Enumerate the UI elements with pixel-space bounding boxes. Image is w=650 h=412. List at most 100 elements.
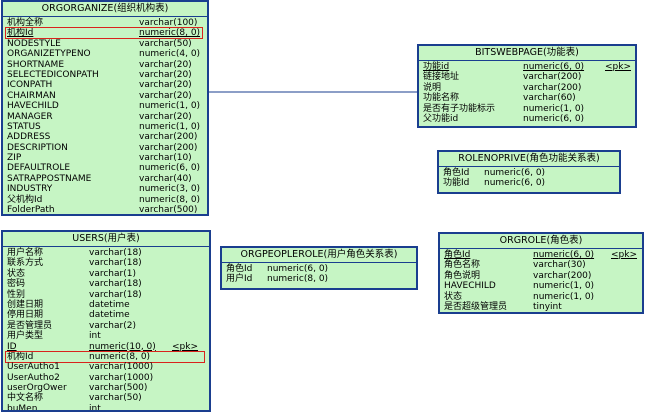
column-type: numeric(8, 0) xyxy=(267,274,329,285)
column-type: numeric(1, 0) xyxy=(533,291,595,302)
column-type: int xyxy=(89,403,101,412)
column-type: varchar(20) xyxy=(139,59,192,70)
column-row[interactable]: 用户名称 varchar(18) xyxy=(7,248,205,258)
column-type: varchar(18) xyxy=(89,248,142,258)
column-type: varchar(20) xyxy=(139,111,192,122)
column-type: varchar(50) xyxy=(139,38,192,49)
table-title: ROLENOPRIVE(角色功能关系表) xyxy=(439,152,619,167)
column-name: 停用日期 xyxy=(7,310,44,321)
table-title: BITSWEBPAGE(功能表) xyxy=(419,46,635,61)
column-name: ICONPATH xyxy=(7,80,53,91)
column-type: numeric(6, 0) xyxy=(139,163,201,174)
column-name: 父功能id xyxy=(423,113,459,124)
column-name: 角色名称 xyxy=(444,260,481,271)
column-row[interactable]: 父机构Id numeric(8, 0) xyxy=(7,195,203,205)
column-type: varchar(200) xyxy=(533,270,592,281)
column-name: 说明 xyxy=(423,82,442,93)
column-type: numeric(6, 0) xyxy=(484,178,546,189)
column-row[interactable]: 角色说明 varchar(200) xyxy=(444,271,638,281)
column-name: ZIP xyxy=(7,153,22,164)
column-name: 角色说明 xyxy=(444,270,481,281)
table-title: ORGROLE(角色表) xyxy=(440,234,642,249)
column-type: varchar(1000) xyxy=(89,372,154,383)
column-name: ADDRESS xyxy=(7,132,51,143)
column-name: 联系方式 xyxy=(7,258,44,269)
column-type: varchar(500) xyxy=(89,383,148,394)
column-name: UserAutho1 xyxy=(7,362,60,373)
column-type: varchar(500) xyxy=(139,205,198,216)
column-name: SATRAPPOSTNAME xyxy=(7,173,92,184)
column-name: 功能id xyxy=(423,62,450,72)
column-type: varchar(60) xyxy=(523,93,576,104)
column-type: numeric(8, 0) xyxy=(139,194,201,205)
column-name: 用户名称 xyxy=(7,248,44,258)
column-name: ID xyxy=(7,341,17,352)
column-name: 状态 xyxy=(7,268,26,279)
column-type: varchar(50) xyxy=(89,393,142,404)
column-name: ORGANIZETYPENO xyxy=(7,49,91,60)
column-name: 父机构Id xyxy=(7,194,43,205)
highlight-box xyxy=(5,27,203,40)
column-type: numeric(6, 0) xyxy=(533,250,595,260)
column-type: varchar(2) xyxy=(89,320,136,331)
column-type: varchar(18) xyxy=(89,289,142,300)
